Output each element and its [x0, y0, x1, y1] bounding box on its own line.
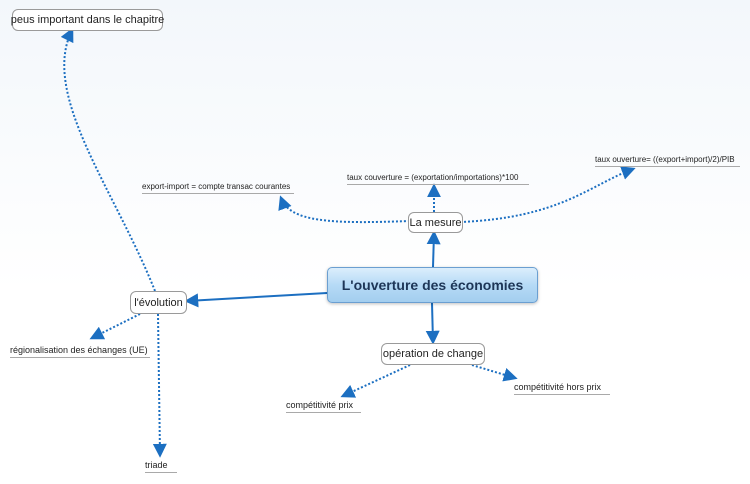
- leaf-competitivite-hors-prix[interactable]: compétitivité hors prix: [514, 382, 610, 395]
- link-triade: [152, 313, 167, 458]
- leaf-export-import[interactable]: export-import = compte transac courantes: [142, 182, 294, 194]
- link-peu-important: [60, 27, 156, 292]
- leaf-competitivite-prix[interactable]: compétitivité prix: [286, 400, 361, 413]
- leaf-export-import-text: export-import = compte transac courantes: [142, 182, 291, 191]
- underline: [514, 394, 610, 395]
- central-topic[interactable]: L'ouverture des économies: [327, 267, 538, 303]
- underline: [286, 412, 361, 413]
- link-regionalisation: [89, 313, 141, 340]
- branch-to-mesure: [426, 230, 441, 268]
- leaf-regionalisation[interactable]: régionalisation des échanges (UE): [10, 345, 150, 358]
- underline: [595, 166, 740, 167]
- link-competitivite-hors-prix: [471, 364, 518, 382]
- leaf-taux-couverture[interactable]: taux couverture = (exportation/importati…: [347, 173, 529, 185]
- underline: [145, 472, 177, 473]
- link-competitivite-prix: [340, 364, 411, 398]
- leaf-competitivite-hors-prix-text: compétitivité hors prix: [514, 382, 602, 392]
- underline: [10, 357, 150, 358]
- leaf-triade-text: triade: [145, 460, 168, 470]
- node-peu-important[interactable]: peus important dans le chapitre: [11, 9, 164, 31]
- leaf-taux-ouverture-text: taux ouverture= ((export+import)/2)/PIB: [595, 155, 735, 164]
- node-operation-de-change[interactable]: opération de change: [381, 343, 485, 365]
- leaf-triade[interactable]: triade: [145, 460, 177, 473]
- branch-to-operation: [425, 302, 440, 345]
- node-evolution[interactable]: l'évolution: [130, 291, 187, 314]
- leaf-taux-ouverture[interactable]: taux ouverture= ((export+import)/2)/PIB: [595, 155, 740, 167]
- branch-to-evolution: [184, 292, 328, 308]
- leaf-competitivite-prix-text: compétitivité prix: [286, 400, 354, 410]
- link-taux-ouverture: [459, 166, 636, 223]
- leaf-taux-couverture-text: taux couverture = (exportation/importati…: [347, 173, 519, 182]
- underline: [142, 193, 294, 194]
- node-la-mesure[interactable]: La mesure: [408, 212, 463, 233]
- leaf-regionalisation-text: régionalisation des échanges (UE): [10, 345, 148, 355]
- link-export-import: [278, 195, 411, 224]
- underline: [347, 184, 529, 185]
